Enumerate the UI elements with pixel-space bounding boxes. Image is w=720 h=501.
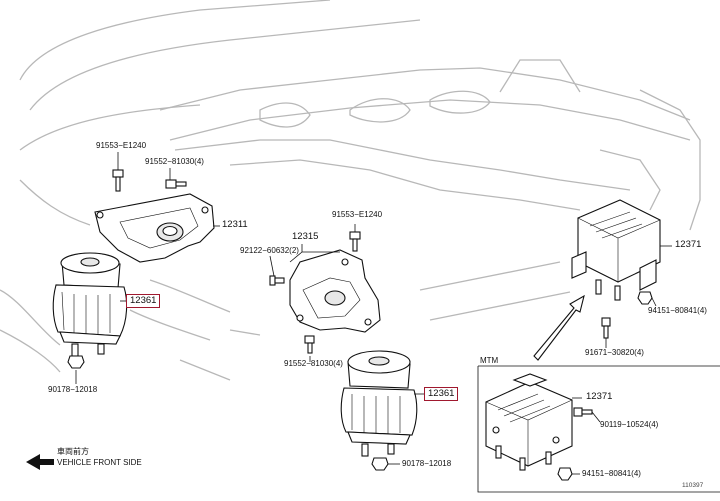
label-12371-bottom: 12371 — [586, 391, 613, 402]
label-92122: 92122−60632(2) — [240, 246, 299, 255]
vehicle-front-arrow — [26, 454, 54, 470]
label-91553-left: 91553−E1240 — [96, 141, 147, 150]
mtm-box — [477, 365, 720, 493]
label-94151-top: 94151−80841(4) — [648, 306, 707, 315]
label-91552-left: 91552−81030(4) — [145, 157, 204, 166]
label-12315: 12315 — [292, 231, 319, 242]
label-91552-center: 91552−81030(4) — [284, 359, 343, 368]
engine-outline — [0, 0, 701, 381]
vehicle-front-label-jp: 車両前方 — [57, 447, 89, 456]
center-bolts — [269, 231, 361, 354]
label-12311: 12311 — [222, 219, 248, 230]
left-nut — [67, 355, 85, 369]
label-90178-left: 90178−12018 — [48, 385, 98, 394]
vehicle-front-label-en: VEHICLE FRONT SIDE — [57, 458, 142, 467]
right-bolts-top — [601, 291, 653, 339]
center-bracket-12315 — [289, 249, 381, 333]
left-bracket-12311 — [94, 193, 215, 263]
label-12361-left-highlight[interactable]: 12361 — [126, 294, 161, 308]
label-90178-center: 90178−12018 — [402, 459, 452, 468]
center-nut — [371, 457, 389, 471]
right-bolts-bottom — [557, 407, 593, 481]
label-91553-center: 91553−E1240 — [332, 210, 383, 219]
label-94151-bottom: 94151−80841(4) — [582, 469, 641, 478]
diagram-id: 110397 — [682, 482, 704, 489]
left-bolts — [112, 169, 187, 192]
label-91671: 91671−30820(4) — [585, 348, 644, 357]
center-mount-12361 — [340, 350, 418, 457]
label-12371-top: 12371 — [675, 239, 702, 250]
mtm-arrow — [533, 294, 585, 361]
label-mtm: MTM — [480, 356, 499, 365]
right-mount-12371-top — [571, 199, 661, 301]
label-90119: 90119−10524(4) — [600, 420, 659, 429]
left-mount-12361 — [52, 252, 128, 357]
label-12361-center-highlight[interactable]: 12361 — [424, 387, 459, 401]
right-mount-12371-bottom — [485, 373, 573, 471]
